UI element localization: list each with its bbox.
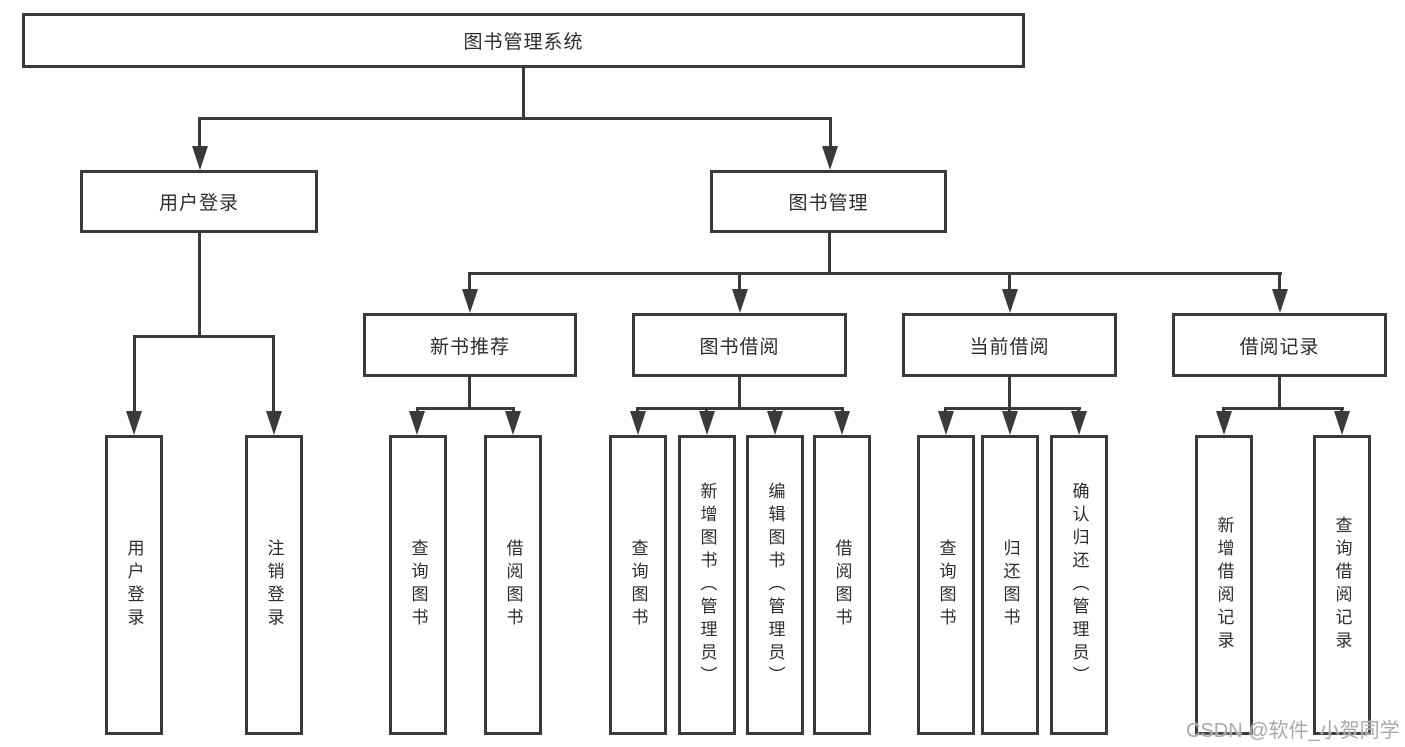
connector-drop-book-mgmt <box>829 117 832 149</box>
connector-drop-borrow-record <box>1278 272 1281 291</box>
leaf-logout: 注销登录 <box>245 435 303 735</box>
connector-new-book-rail <box>416 407 515 410</box>
node-book-borrow: 图书借阅 <box>632 313 847 377</box>
leaf-borrow-book-1: 借阅图书 <box>484 435 542 735</box>
leaf-query-book-3: 查询图书 <box>917 435 975 735</box>
arrow-down-icon <box>1216 411 1232 435</box>
connector-book-borrow-rail <box>636 407 844 410</box>
connector-user-login-stem <box>198 233 201 335</box>
arrow-down-icon <box>1272 289 1288 313</box>
connector-borrow-record-stem <box>1278 377 1281 410</box>
leaf-user-login: 用户登录 <box>105 435 163 735</box>
connector-root-rail <box>198 117 832 120</box>
node-book-mgmt: 图书管理 <box>710 170 947 233</box>
connector-drop-user-login <box>198 117 201 149</box>
node-current-borrow: 当前借阅 <box>902 313 1117 377</box>
leaf-borrow-book-2: 借阅图书 <box>813 435 871 735</box>
arrow-down-icon <box>938 411 954 435</box>
leaf-return-book: 归还图书 <box>981 435 1039 735</box>
connector-book-mgmt-rail <box>468 272 1282 275</box>
arrow-down-icon <box>822 146 838 170</box>
arrow-down-icon <box>505 411 521 435</box>
arrow-down-icon <box>409 411 425 435</box>
leaf-query-book-2: 查询图书 <box>609 435 667 735</box>
leaf-query-book-1: 查询图书 <box>389 435 447 735</box>
arrow-down-icon <box>834 411 850 435</box>
node-root: 图书管理系统 <box>22 13 1025 68</box>
watermark: CSDN @软件_小贺同学 <box>1186 720 1400 742</box>
connector-book-borrow-stem <box>738 377 741 410</box>
node-new-book: 新书推荐 <box>363 313 577 377</box>
arrow-down-icon <box>630 411 646 435</box>
connector-drop-new-book <box>468 272 471 291</box>
arrow-down-icon <box>732 289 748 313</box>
arrow-down-icon <box>699 411 715 435</box>
connector-borrow-record-rail <box>1222 407 1344 410</box>
arrow-down-icon <box>126 411 142 435</box>
node-borrow-record: 借阅记录 <box>1172 313 1387 377</box>
arrow-down-icon <box>1334 411 1350 435</box>
connector-book-mgmt-stem <box>828 233 831 275</box>
connector-drop-current-borrow <box>1008 272 1011 291</box>
leaf-query-borrow-record: 查询借阅记录 <box>1313 435 1371 735</box>
node-user-login: 用户登录 <box>80 170 318 233</box>
leaf-add-borrow-record: 新增借阅记录 <box>1195 435 1253 735</box>
connector-drop-leaf <box>272 335 275 413</box>
connector-drop-leaf <box>133 335 136 413</box>
arrow-down-icon <box>266 411 282 435</box>
arrow-down-icon <box>1002 289 1018 313</box>
leaf-add-book-admin: 新增图书（管理员） <box>678 435 736 735</box>
leaf-confirm-return-admin: 确认归还（管理员） <box>1050 435 1108 735</box>
leaf-edit-book-admin: 编辑图书（管理员） <box>746 435 804 735</box>
arrow-down-icon <box>1002 411 1018 435</box>
connector-new-book-stem <box>468 377 471 410</box>
connector-drop-book-borrow <box>738 272 741 291</box>
connector-root-stem <box>522 68 525 117</box>
connector-current-borrow-rail <box>944 407 1081 410</box>
connector-user-login-rail <box>133 335 275 338</box>
arrow-down-icon <box>192 146 208 170</box>
arrow-down-icon <box>1071 411 1087 435</box>
connector-current-borrow-stem <box>1008 377 1011 410</box>
arrow-down-icon <box>767 411 783 435</box>
arrow-down-icon <box>462 289 478 313</box>
